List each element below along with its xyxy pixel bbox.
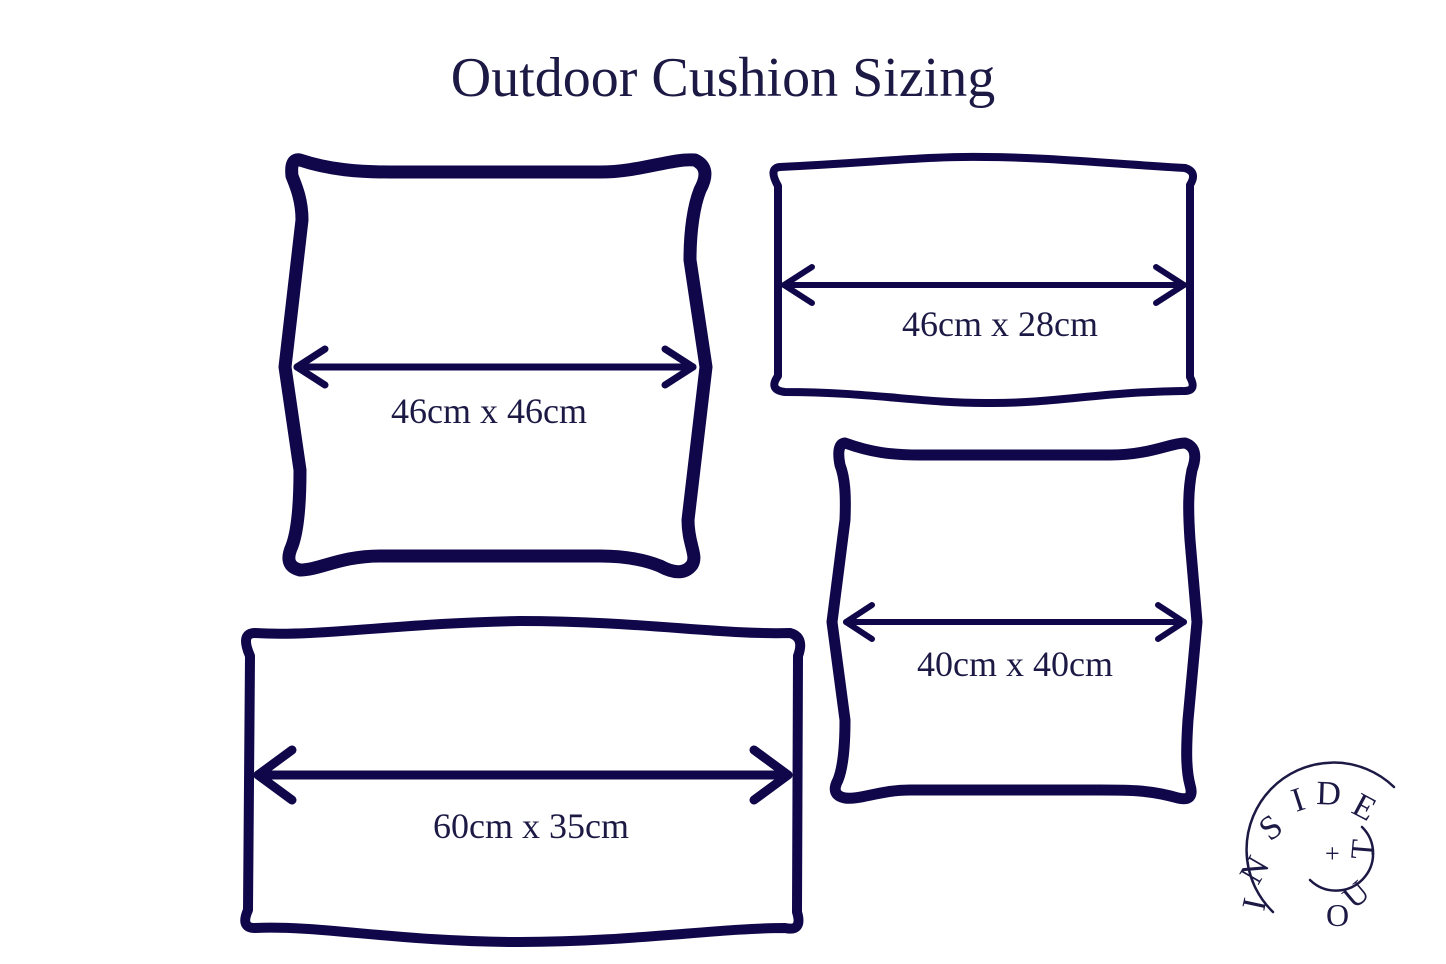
cushion-60x35-label: 60cm x 35cm — [433, 806, 629, 846]
arrow-46x28 — [781, 264, 1187, 306]
cushion-46x28-label: 46cm x 28cm — [902, 304, 1098, 344]
cushion-40x40-outline — [826, 437, 1203, 805]
svg-text:D: D — [1316, 775, 1342, 813]
svg-text:N: N — [1233, 850, 1277, 890]
cushion-46x46-label: 46cm x 46cm — [391, 391, 587, 431]
svg-text:I: I — [1287, 781, 1309, 820]
svg-text:+: + — [1325, 839, 1340, 868]
arrow-60x35 — [253, 745, 793, 805]
svg-text:E: E — [1346, 786, 1382, 828]
cushion-46x46-outline — [278, 153, 713, 579]
arrow-46x46 — [293, 345, 697, 389]
svg-text:O: O — [1326, 897, 1349, 933]
inside-out-logo — [1245, 761, 1396, 914]
arrow-40x40 — [843, 602, 1187, 642]
cushion-46x28-outline — [769, 152, 1198, 408]
cushion-40x40-label: 40cm x 40cm — [917, 644, 1113, 684]
svg-text:T: T — [1343, 838, 1381, 861]
cushion-60x35-outline — [240, 616, 806, 947]
page-title: Outdoor Cushion Sizing — [450, 47, 996, 109]
inside-out-logo-text: I N S I D E T U O + — [1233, 775, 1382, 933]
svg-text:I: I — [1236, 895, 1275, 914]
svg-text:S: S — [1252, 807, 1290, 848]
